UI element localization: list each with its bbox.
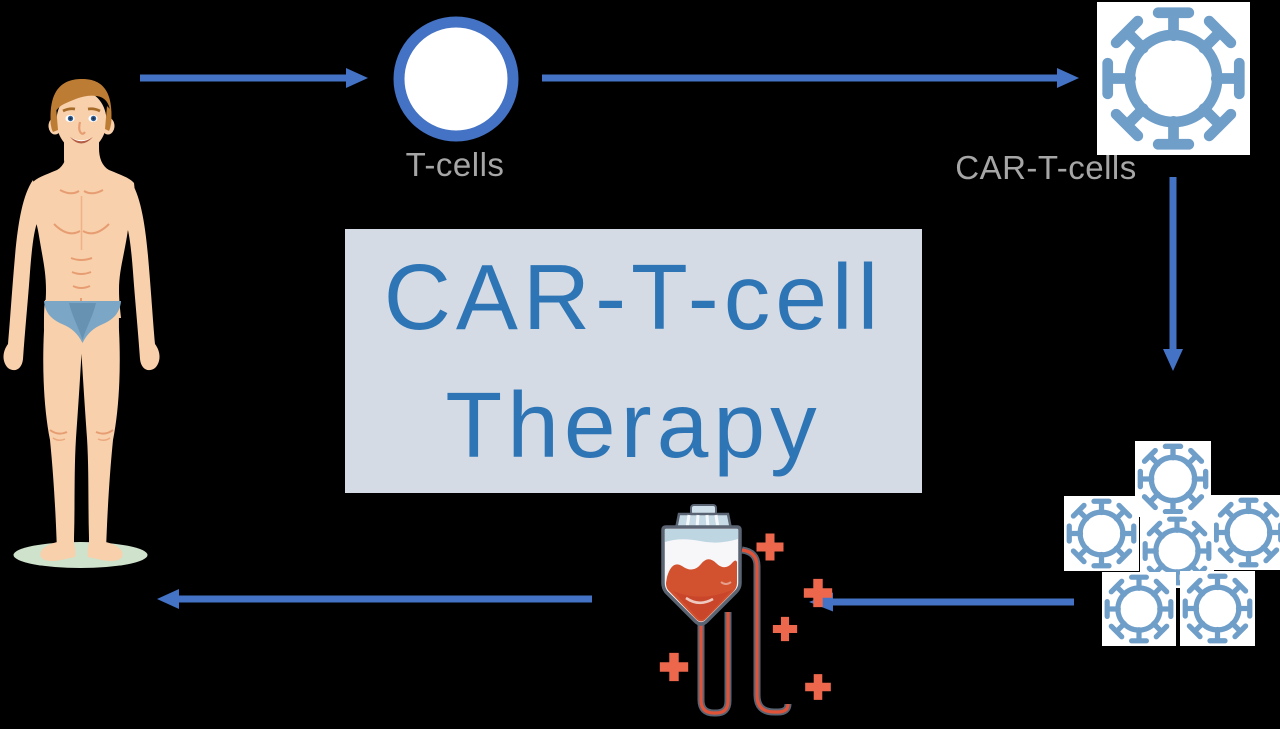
car-t-cells-label: CAR-T-cells bbox=[955, 149, 1137, 186]
head bbox=[48, 79, 115, 151]
arrow-tcells-to-cartcells bbox=[542, 68, 1079, 88]
car-t-cell-cluster-icon bbox=[1064, 441, 1280, 646]
title-line2: Therapy bbox=[445, 373, 822, 477]
t-cell-icon bbox=[393, 16, 519, 142]
patient-figure bbox=[3, 79, 160, 568]
arrow-infusion-to-patient bbox=[157, 589, 592, 609]
hair bbox=[50, 79, 112, 126]
car-t-cell-icon bbox=[1097, 2, 1250, 155]
title-line1: CAR-T-cell bbox=[383, 244, 884, 349]
infusion-bag-icon bbox=[661, 504, 792, 717]
arrow-cluster-to-infusion bbox=[809, 592, 1074, 612]
t-cells-label: T-cells bbox=[405, 146, 505, 183]
title-box: CAR-T-cell Therapy bbox=[345, 229, 922, 493]
ground-shadow bbox=[13, 542, 148, 568]
arrow-cartcells-to-cluster bbox=[1163, 177, 1183, 371]
blood bbox=[666, 559, 737, 622]
arrow-patient-to-tcells bbox=[140, 68, 368, 88]
